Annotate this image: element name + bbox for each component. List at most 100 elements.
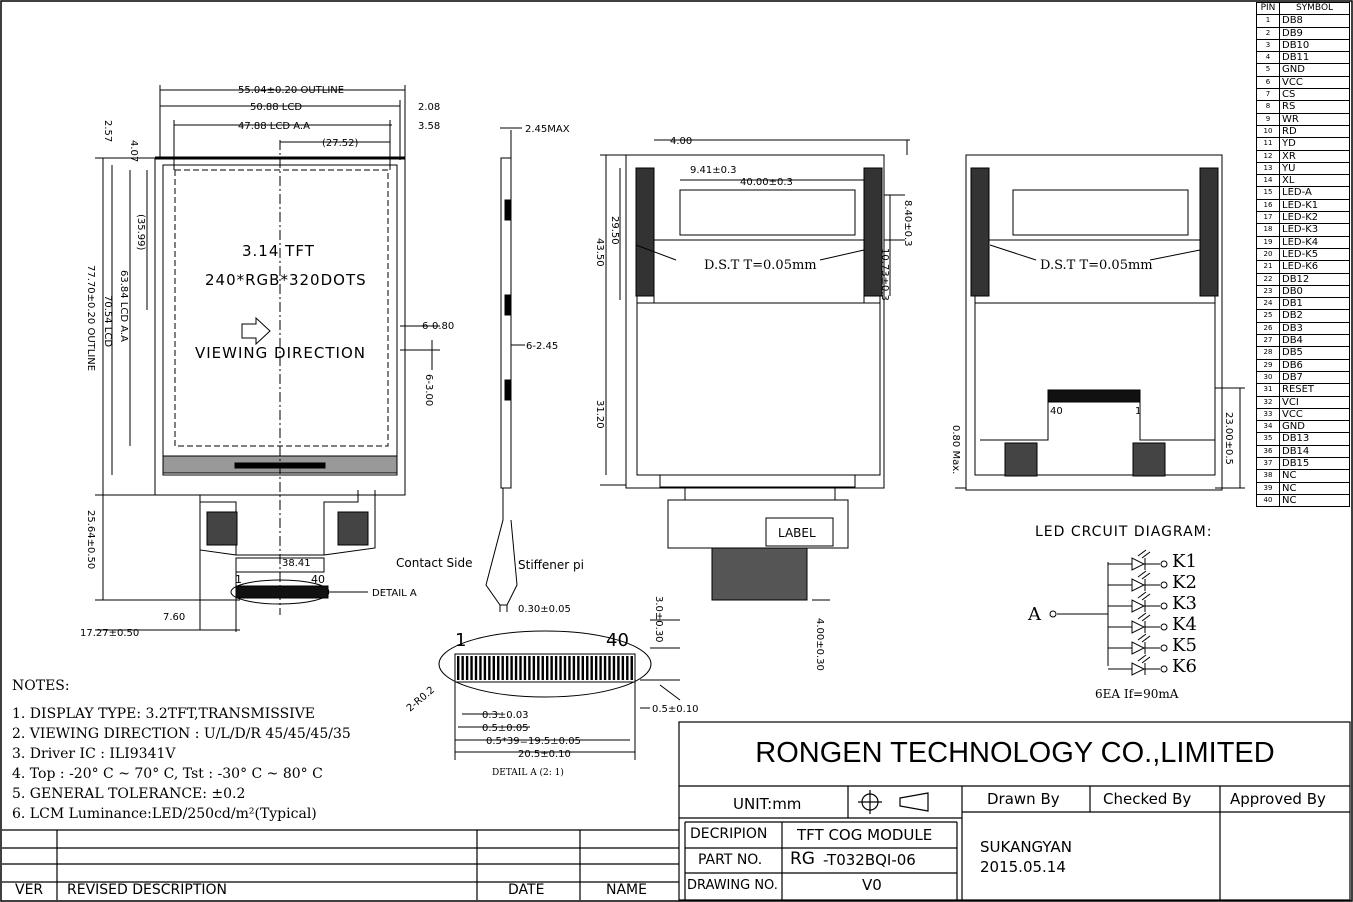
pin-number: 10 [1256,124,1280,139]
pin-number: 5 [1256,63,1280,77]
contact-finger [603,656,607,680]
contact-finger [559,656,562,680]
pin-number: 30 [1256,370,1280,385]
dim-6080: 6-0.80 [422,321,454,332]
lcd-aa-width-label: 47.88 LCD A.A [238,121,310,132]
contact-finger [563,656,567,680]
revision-ver: VER [15,882,44,898]
pin-symbol: DB0 [1279,284,1350,299]
pin-symbol: LED-K3 [1279,223,1350,237]
side-max-label: 2.45MAX [525,124,570,135]
note-item-3: 3. Driver IC : ILI9341V [12,746,176,762]
unit-label: UNIT:mm [733,795,802,813]
back-dim-2950: 29.50 [609,216,620,245]
detail-dim-05b: 0.5±0.10 [652,704,699,715]
contact-finger [514,656,518,680]
contact-finger [461,656,464,680]
back-dim-1073: 10.73±0.3 [879,248,890,301]
pin-symbol: RD [1279,124,1350,139]
note-item-2: 2. VIEWING DIRECTION : U/L/D/R 45/45/45/… [12,726,351,742]
contact-finger [554,656,558,680]
part-no-label: PART NO. [698,852,763,868]
contact-finger [599,656,602,680]
led-note: 6EA If=90mA [1095,687,1179,701]
title-block-grid [2,721,1351,901]
detail-pin1: 1 [455,630,466,651]
pin-number: 19 [1256,235,1280,249]
contact-finger [497,656,500,680]
pin-number: 35 [1256,432,1280,446]
detail-r02: 2-R0.2 [405,685,437,715]
contact-finger [479,656,482,680]
pin-number: 7 [1256,88,1280,102]
led-k6: K6 [1172,656,1197,677]
pin-number: 13 [1256,161,1280,176]
led-diode [1108,612,1168,634]
back-dim-400b: 4.00±0.30 [814,618,825,671]
panel-resolution-label: 240*RGB*320DOTS [205,271,367,289]
detail-caption: DETAIL A (2: 1) [492,767,564,778]
contact-finger [617,656,620,680]
pin-number: 18 [1256,223,1280,237]
drawn-by-label: Drawn By [987,790,1060,808]
contact-finger [586,656,589,680]
dim-7770: 77.70±0.20 OUTLINE [85,265,96,371]
pin-symbol: DB3 [1279,321,1350,336]
note-item-4: 4. Top : -20° C ~ 70° C, Tst : -30° C ~ … [12,766,323,782]
approved-by-label: Approved By [1230,790,1326,808]
side-view [485,127,525,612]
pin-symbol: LED-K6 [1279,260,1350,274]
contact-finger [541,656,544,680]
pin-symbol: XL [1279,174,1350,188]
led-diode [1108,549,1168,571]
pin-number: 17 [1256,211,1280,225]
detail-dim-03: 0.3±0.03 [482,710,529,721]
notes-title: NOTES: [12,678,70,694]
pin-table-header-pin: PIN [1256,1,1280,16]
pin-number: 38 [1256,469,1280,483]
pin-number: 26 [1256,321,1280,336]
pin-symbol: YD [1279,137,1350,151]
pin-number: 4 [1256,51,1280,65]
contact-finger [519,656,522,680]
detail-a-text: 1 40 2-R0.2 0.3±0.03 0.5±0.05 0.5*39=19.… [405,630,699,778]
pin-symbol: DB4 [1279,334,1350,348]
back-dim-840: 8.40±0.3 [902,200,913,247]
pin-symbol: NC [1279,469,1350,483]
back-view-2 [955,154,1245,491]
drawing-date: 2015.05.14 [980,858,1066,876]
pin-symbol: DB8 [1279,14,1350,28]
pin-number: 3 [1256,38,1280,53]
pin-number: 31 [1256,383,1280,397]
dim-358: 3.58 [418,121,440,132]
back2-pin1: 1 [1135,406,1141,417]
description-value: TFT COG MODULE [797,826,933,844]
pin-symbol: DB5 [1279,346,1350,360]
pin-table-header-symbol: SYMBOL [1279,1,1350,16]
pin-symbol: LED-K2 [1279,211,1350,225]
back2-dim-2300: 23.00±0.5 [1223,412,1234,465]
back-dim-4350: 43.50 [594,238,605,267]
pin-number: 23 [1256,284,1280,299]
pin-number: 28 [1256,346,1280,360]
